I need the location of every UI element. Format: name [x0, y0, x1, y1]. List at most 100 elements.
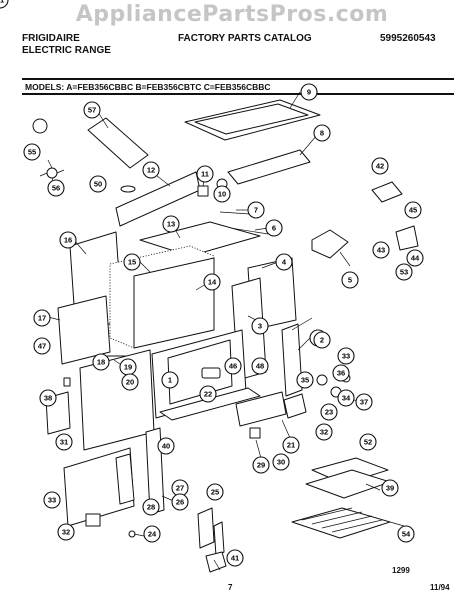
callout-10: 10 [213, 185, 231, 203]
callout-label: 31 [60, 438, 68, 447]
callout-label: 18 [97, 358, 105, 367]
header-rule-bottom [22, 93, 454, 95]
callout-16: 16 [59, 231, 77, 249]
callout-label: 56 [52, 184, 60, 193]
callout-25: 25 [206, 483, 224, 501]
callout-label: 4 [282, 258, 287, 267]
callout-label: 16 [64, 236, 72, 245]
page-number: 7 [228, 583, 233, 592]
callout-label: 7 [254, 206, 258, 215]
callout-34: 34 [337, 389, 355, 407]
callout-circle [337, 389, 355, 407]
callout-circle [213, 185, 231, 203]
callout-label: 22 [204, 390, 212, 399]
callout-label: 14 [208, 278, 217, 287]
callout-circle [0, 0, 9, 9]
callout-44: 44 [406, 249, 424, 267]
callout-24: 24 [143, 525, 161, 543]
callout-label: 11 [201, 170, 209, 179]
callout-label: 33 [342, 352, 350, 361]
callout-circle [23, 143, 41, 161]
models-line: MODELS: A=FEB356CBBC B=FEB356CBTC C=FEB3… [25, 82, 271, 92]
callout-35: 35 [296, 371, 314, 389]
callout-37: 37 [355, 393, 373, 411]
callout-label: 55 [28, 148, 36, 157]
callout-circle [199, 385, 217, 403]
callout-circle [83, 101, 101, 119]
callout-label: 24 [148, 530, 157, 539]
callout-circle [247, 201, 265, 219]
callout-label: 46 [229, 362, 237, 371]
callout-label: 57 [88, 106, 96, 115]
callout-label: 10 [218, 190, 226, 199]
callout-label: 25 [211, 488, 219, 497]
callout-circle [143, 525, 161, 543]
callout-label: 27 [176, 484, 184, 493]
callout-circle [206, 483, 224, 501]
callout-55: 55 [23, 143, 41, 161]
callout-circle [404, 201, 422, 219]
callout-label: 43 [377, 246, 385, 255]
callout-label: 1 [168, 376, 172, 385]
callout-label: 35 [301, 376, 309, 385]
callout-label: 54 [402, 530, 411, 539]
callout-8: 8 [313, 124, 331, 142]
drawing-code: 1299 [392, 566, 410, 575]
callout-label: 47 [38, 342, 46, 351]
callout-1: 1 [161, 371, 179, 389]
callout-circle [296, 371, 314, 389]
callout-circle [33, 337, 51, 355]
callout-label: 2 [320, 336, 324, 345]
callout-54: 54 [397, 525, 415, 543]
callout-circle [224, 357, 242, 375]
callout-circle [272, 453, 290, 471]
callout-4: 4 [275, 253, 293, 271]
callout-47: 47 [33, 337, 51, 355]
callout-28: 28 [142, 498, 160, 516]
callout-32: 32 [57, 523, 75, 541]
callout-7: 7 [247, 201, 265, 219]
callout-9: 9 [300, 83, 318, 101]
callout-circle [162, 215, 180, 233]
callout-40: 40 [157, 437, 175, 455]
callout-26: 26 [171, 493, 189, 511]
callout-label: 34 [342, 394, 351, 403]
callout-22: 22 [199, 385, 217, 403]
callout-41: 41 [226, 549, 244, 567]
callout-circle [332, 364, 350, 382]
callout-label: 48 [256, 362, 264, 371]
callout-53: 53 [395, 263, 413, 281]
watermark: AppliancePartsPros.com [75, 2, 389, 27]
callout-50: 50 [89, 175, 107, 193]
callout-circle [157, 437, 175, 455]
callout-13: 13 [162, 215, 180, 233]
callout-label: 41 [231, 554, 239, 563]
callout-circle [265, 219, 283, 237]
callout-15: 15 [123, 253, 141, 271]
callout-circle [47, 179, 65, 197]
callout-label: 52 [364, 438, 372, 447]
callout-circle [39, 389, 57, 407]
callout-circle [397, 525, 415, 543]
callout-circle [59, 231, 77, 249]
callout-label: 6 [272, 224, 276, 233]
callout-38: 38 [39, 389, 57, 407]
callout-label: 45 [409, 206, 417, 215]
callout-11: 11 [196, 165, 214, 183]
callout-circle [251, 317, 269, 335]
catalog-title: FACTORY PARTS CATALOG [178, 33, 312, 44]
callout-5: 5 [341, 271, 359, 289]
callout-circle [161, 371, 179, 389]
callout-circle [359, 433, 377, 451]
callout-circle [282, 436, 300, 454]
callout-33: 33 [337, 347, 355, 365]
parts-artwork [32, 99, 419, 573]
callout-label: 40 [162, 442, 170, 451]
callout-label: 53 [400, 268, 408, 277]
callout-circle [43, 491, 61, 509]
callout-circle [55, 433, 73, 451]
callout-circle [371, 157, 389, 175]
callout-label: 20 [126, 378, 134, 387]
callout-label: 17 [38, 314, 46, 323]
